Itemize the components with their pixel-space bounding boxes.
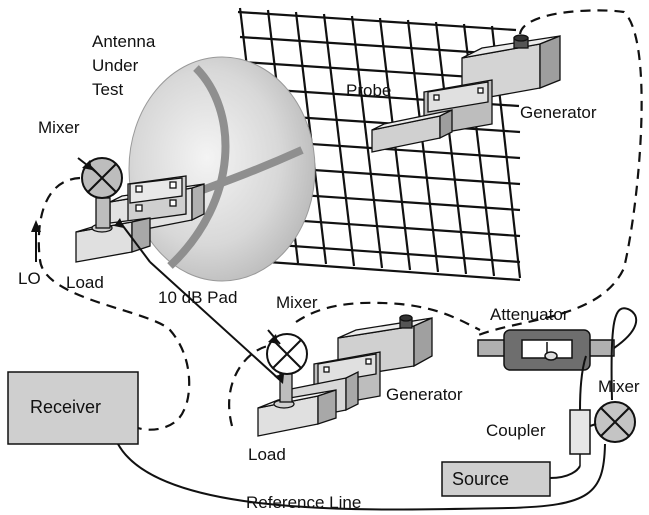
label-mixer-middle: Mixer [276,293,318,312]
antenna-dish [128,56,316,282]
mixer-right-symbol [594,401,636,443]
label-mixer-right: Mixer [598,377,640,396]
feed-assembly-left [75,175,205,263]
pad-leader-left [119,221,151,263]
label-probe: Probe [346,81,391,100]
reference-chain [257,314,433,437]
label-load-left: Load [66,273,104,292]
label-coupler: Coupler [486,421,546,440]
label-10db-pad: 10 dB Pad [158,288,237,307]
label-load-bottom: Load [248,445,286,464]
label-source: Source [452,469,509,489]
receiver-box [7,371,139,445]
source-box [441,461,551,497]
label-antenna-line1: Antenna [92,32,156,51]
label-antenna-line3: Test [92,80,123,99]
coupler-device [569,409,591,466]
labels: Antenna Under Test Probe Generator Mixer… [18,32,640,512]
mixer-middle-symbol [266,333,308,375]
label-reference-line: Reference Line [246,493,361,512]
pad-leader-right [149,261,281,381]
label-attenuator: Attenuator [490,305,569,324]
reference-line-cable [117,443,606,511]
label-mixer-left: Mixer [38,118,80,137]
attenuator-device [477,329,615,371]
probe-generator-top [371,34,561,153]
label-antenna-line2: Under [92,56,139,75]
label-receiver: Receiver [30,397,101,417]
dashed-cables [37,9,643,431]
label-generator-top: Generator [520,103,597,122]
cables [77,157,638,511]
label-lo: LO [18,269,41,288]
label-generator-bottom: Generator [386,385,463,404]
